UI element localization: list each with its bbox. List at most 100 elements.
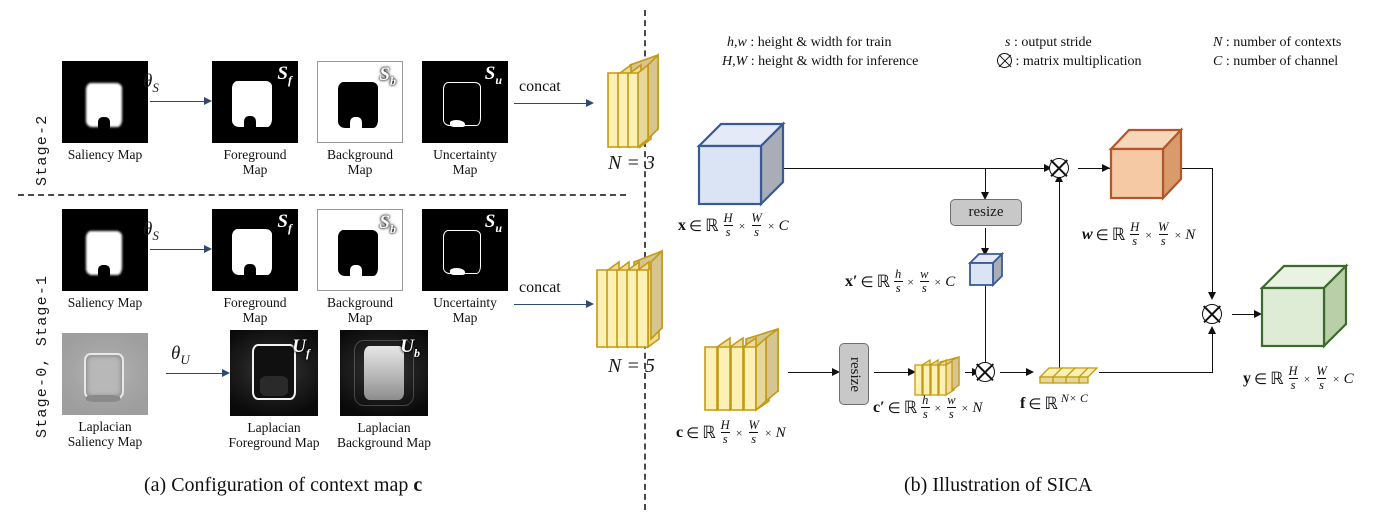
flow-head-f-up (1055, 174, 1063, 182)
arrow-theta-s-stage2 (150, 101, 206, 102)
laplacian-background-map: Ub (340, 330, 428, 416)
flow-xprime-down (985, 283, 987, 372)
theta-u-label: θU (171, 343, 190, 367)
resize-label-1: resize (968, 204, 1004, 220)
caption-laplacian-saliency-map: Laplacian Saliency Map (67, 419, 143, 449)
flow-matmul1-to-w (1078, 168, 1110, 170)
laplacian-foreground-map: Uf (230, 330, 318, 416)
foreground-map-stage01: Sf (212, 209, 298, 291)
caption-uncertainty-map-stage01: Uncertainty Map (433, 295, 497, 325)
uncertainty-map-stage01: Su (422, 209, 508, 291)
legend-C: C : number of channel (1213, 54, 1339, 69)
overlay-label-sb-stage01: Sb (379, 212, 396, 236)
legend-h-w: h,w : height & width for train (727, 35, 892, 50)
legend-s: s : output stride (1005, 35, 1092, 50)
arrow-concat-stage01 (514, 304, 588, 305)
caption-uncertainty-map-stage2: Uncertainty Map (433, 147, 497, 177)
caption-laplacian-background-map: Laplacian Background Map (336, 420, 432, 450)
flow-head-f (1026, 368, 1034, 376)
stage-label-stage-0-1: Stage-0, Stage-1 (34, 274, 51, 438)
flow-w-to-right (1168, 168, 1213, 170)
resize-label-2: resize (846, 356, 863, 392)
laplacian-saliency-map (62, 333, 148, 415)
cube-w (1108, 127, 1184, 205)
flow-matmul-bottom-to-f (1000, 372, 1032, 374)
context-slab-stack-stage01 (592, 248, 680, 357)
flow-head-w-down (1208, 292, 1216, 300)
arrow-head-concat-stage01 (586, 300, 594, 308)
legend-N: N : number of contexts (1213, 35, 1342, 50)
cube-x-prime (968, 252, 1004, 288)
concat-label-stage2: concat (519, 78, 561, 95)
caption-foreground-map-stage01: Foreground Map (223, 295, 287, 325)
slab-stack-c-prime (912, 355, 968, 402)
caption-panel-a-text: (a) Configuration of context map (144, 474, 414, 496)
arrow-head-theta-s-stage2 (204, 97, 212, 105)
flow-head-f-right-up (1208, 326, 1216, 334)
flow-w-down (1212, 168, 1214, 298)
n-equals-3-label: N = 3 (608, 152, 655, 174)
caption-background-map-stage01: Background Map (327, 295, 393, 325)
caption-panel-a-symbol: c (413, 474, 423, 496)
flow-c-to-resize2 (788, 372, 838, 374)
flow-head-resize2 (832, 368, 840, 376)
overlay-label-sb-stage2: Sb (379, 64, 396, 88)
flow-head-w-cube (1102, 164, 1110, 172)
arrow-head-concat-stage2 (586, 99, 594, 107)
saliency-map-stage2 (62, 61, 148, 143)
background-map-stage01: Sb (317, 209, 403, 291)
flow-head-resize-down (981, 192, 989, 200)
arrow-head-theta-u (222, 369, 230, 377)
resize-box-vertical: resize (839, 343, 869, 405)
legend-H-W: H,W : height & width for inference (722, 54, 919, 69)
overlay-label-sf-stage2: Sf (277, 63, 292, 87)
legend-text-H-W: : height & width for inference (750, 54, 919, 69)
stage-divider-horizontal (18, 194, 626, 196)
foreground-map-stage2: Sf (212, 61, 298, 143)
flow-resize-down (985, 168, 987, 198)
matmul-node-2 (1202, 304, 1222, 324)
stage-label-stage-2: Stage-2 (34, 114, 51, 186)
flow-x-to-matmul1 (777, 168, 1049, 170)
flow-head-matmul1 (1044, 164, 1052, 172)
caption-foreground-map-stage2: Foreground Map (223, 147, 287, 177)
legend-matmul: : matrix multiplication (997, 52, 1141, 71)
uncertainty-map-stage2: Su (422, 61, 508, 143)
theta-s-label-stage01: θS (143, 219, 159, 243)
overlay-label-uf: Uf (292, 336, 310, 360)
arrow-concat-stage2 (514, 103, 588, 104)
caption-panel-a: (a) Configuration of context map c (144, 474, 422, 497)
cube-y (1258, 262, 1350, 354)
slab-stack-f (1037, 360, 1099, 391)
overlay-label-su-stage2: Su (484, 63, 502, 87)
n-equals-5-label: N = 5 (608, 355, 655, 377)
legend-text-matmul: : matrix multiplication (1015, 54, 1142, 69)
flow-matmul2-to-y (1232, 314, 1260, 316)
matmul-node-1 (1049, 158, 1069, 178)
flow-head-xprime (981, 248, 989, 256)
background-map-stage2: Sb (317, 61, 403, 143)
caption-background-map-stage2: Background Map (327, 147, 393, 177)
cube-x (695, 120, 787, 212)
arrow-theta-u (166, 373, 224, 374)
arrow-theta-s-stage01 (150, 249, 206, 250)
flow-resize2-to-cprime (874, 372, 914, 374)
flow-head-cprime (908, 368, 916, 376)
overlay-label-su-stage01: Su (484, 211, 502, 235)
flow-resize-to-xprime (985, 228, 987, 254)
caption-saliency-map-stage2: Saliency Map (67, 147, 143, 162)
overlay-label-sf-stage01: Sf (277, 211, 292, 235)
caption-saliency-map-stage01: Saliency Map (67, 295, 143, 310)
context-slab-stack-stage2 (600, 53, 672, 156)
legend-text-N: : number of contexts (1225, 35, 1342, 50)
legend-text-s: : output stride (1013, 35, 1092, 50)
saliency-map-stage01 (62, 209, 148, 291)
